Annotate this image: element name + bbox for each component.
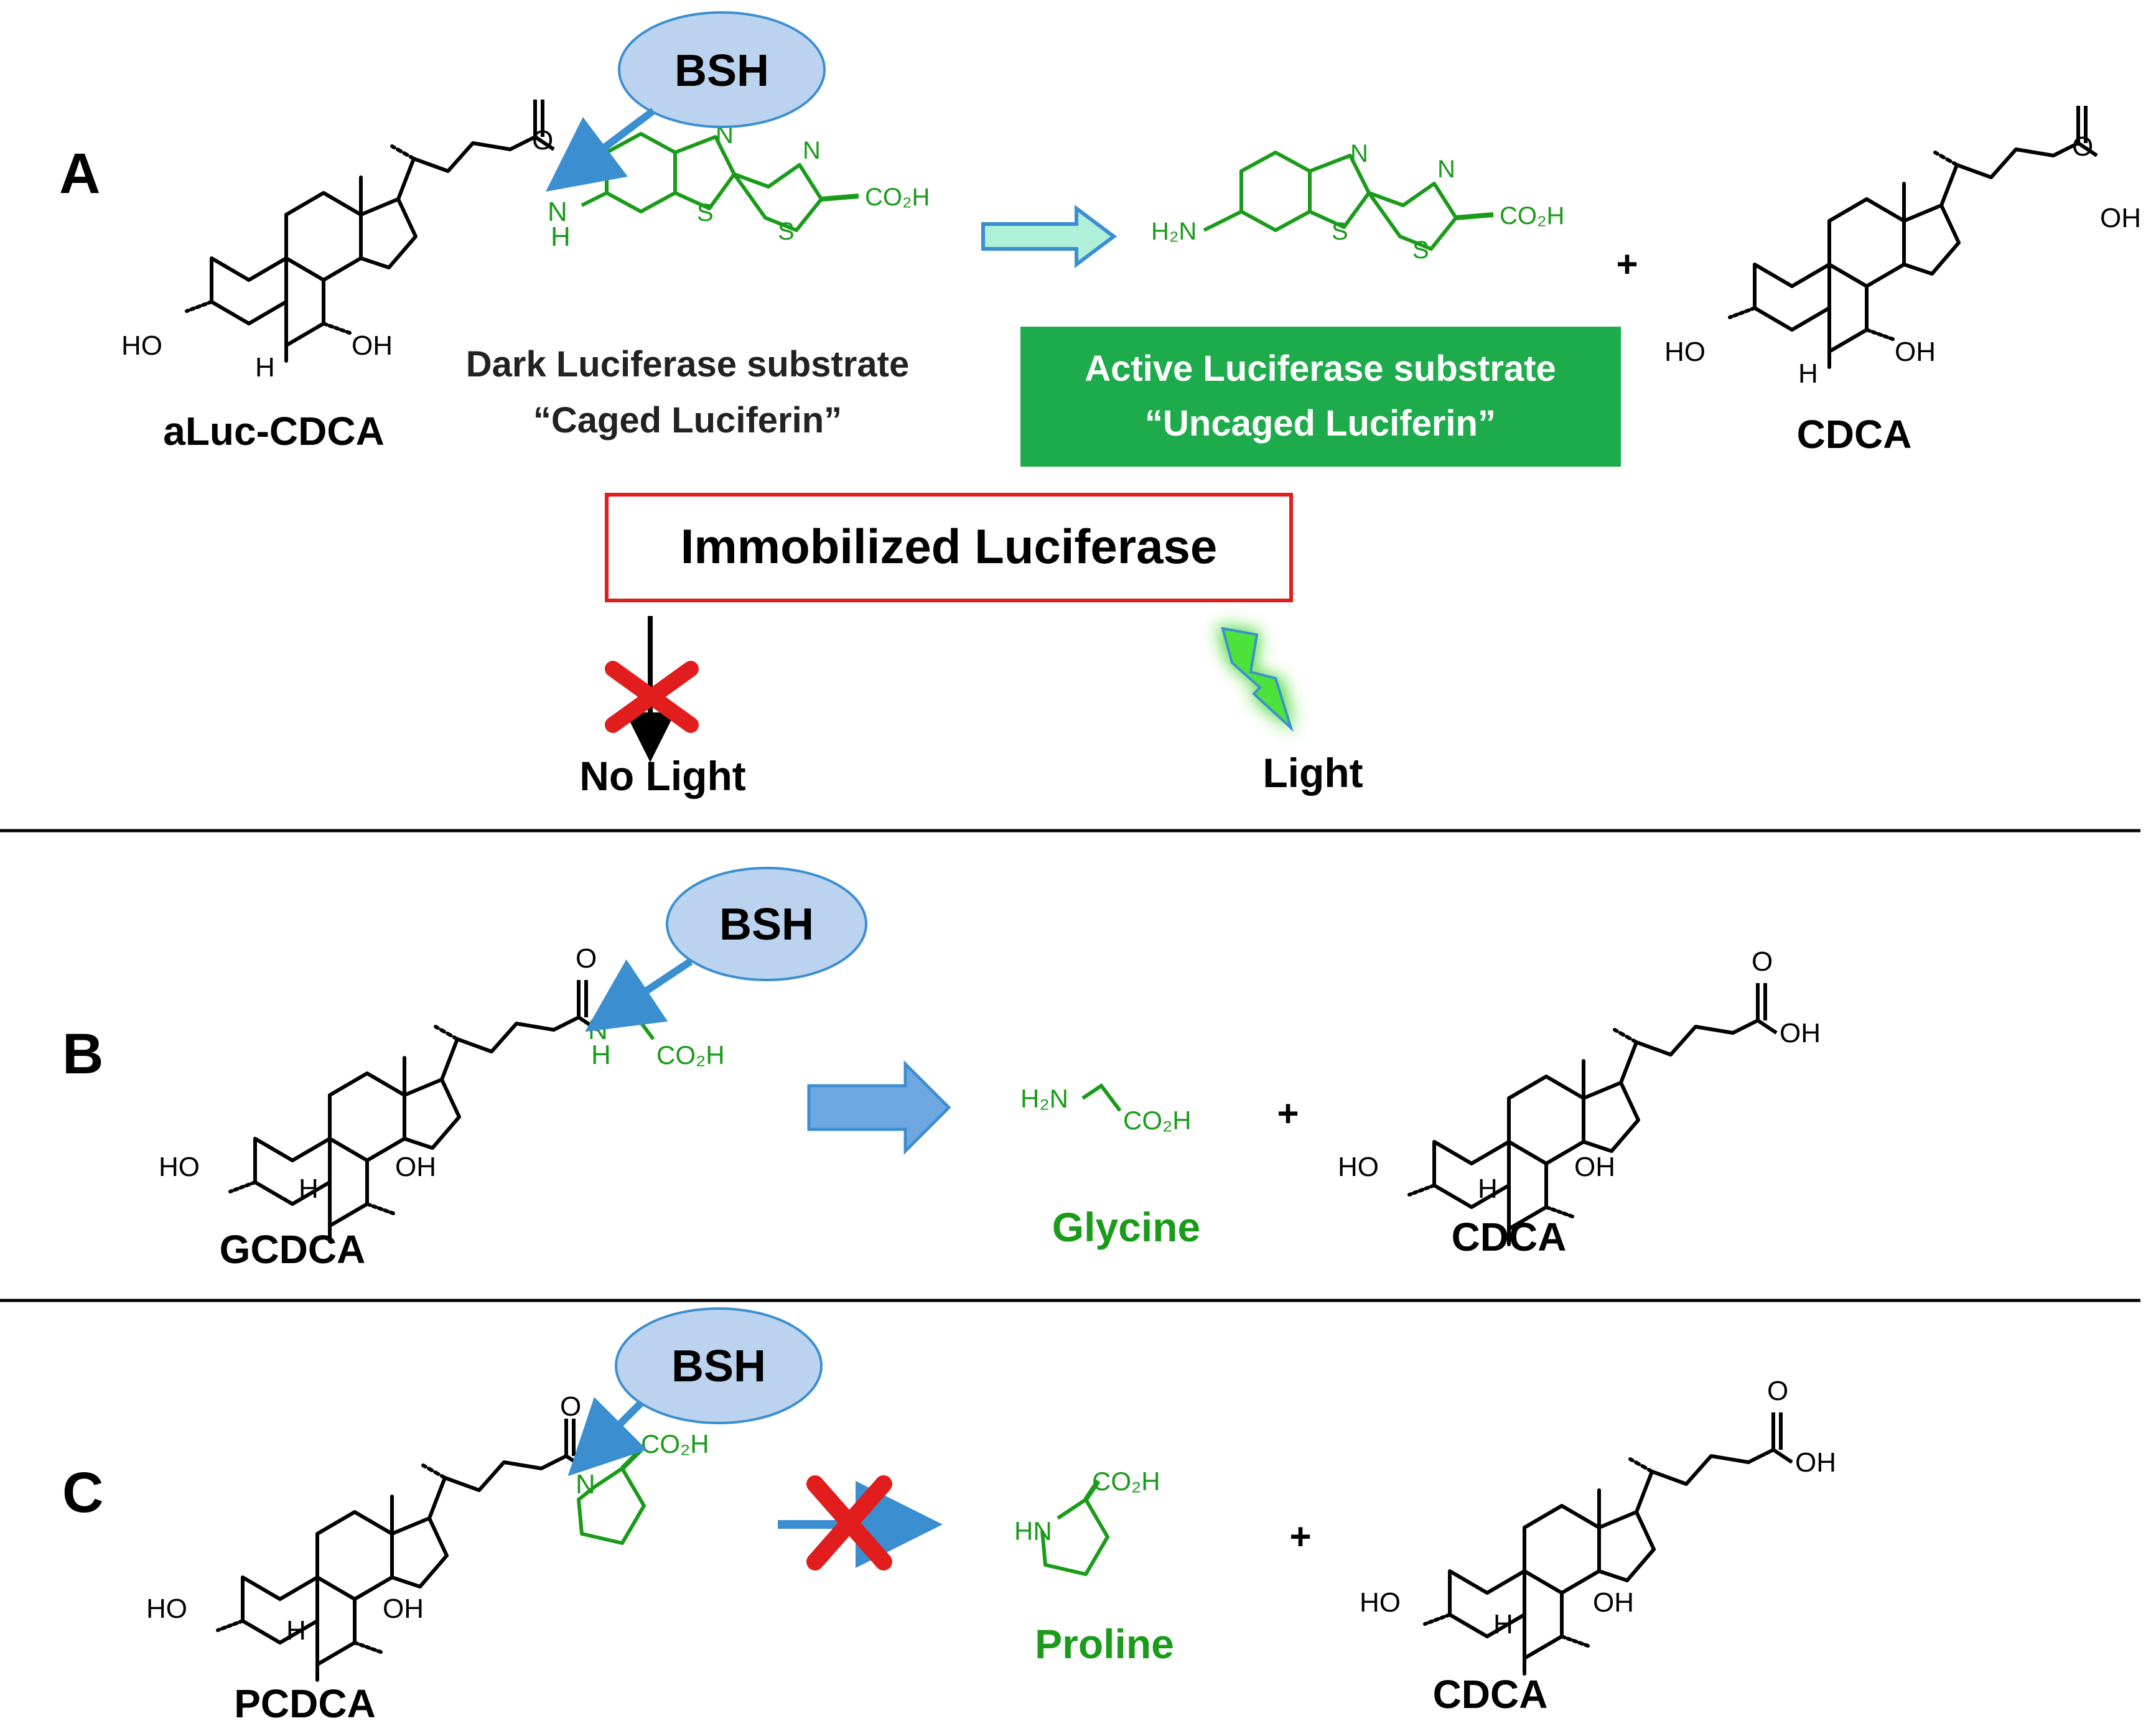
cdca-skeleton-c xyxy=(1425,1412,1793,1674)
cdca-b-h-label: H xyxy=(1478,1174,1498,1204)
pcdca-skeleton xyxy=(218,1419,586,1680)
lightning-bolt-icon xyxy=(1221,627,1294,732)
cdca-skeleton-a xyxy=(1730,106,2098,367)
cdca-a-h-label: H xyxy=(1798,358,1818,389)
panel-a: A HO OH H O N H N S N S CO₂H BSH aLu xyxy=(59,11,2141,799)
bsh-arrow-b xyxy=(585,958,693,1032)
plus-sign-c: + xyxy=(1289,1516,1311,1557)
plus-sign-a: + xyxy=(1616,243,1638,285)
panel-b-label: B xyxy=(62,1022,103,1086)
conversion-arrow-b xyxy=(807,1060,951,1155)
aluc-oh-label: OH xyxy=(352,330,393,361)
cdca-a-o-label: O xyxy=(2072,131,2093,162)
panel-c-label: C xyxy=(62,1461,103,1524)
bsh-arrow-a xyxy=(546,108,656,192)
immobilized-luciferase-box xyxy=(605,493,1293,602)
caged-ring-s-label: S xyxy=(778,218,795,245)
cdca-c-o-label: O xyxy=(1767,1376,1788,1406)
uncaged-ring-s-label: S xyxy=(1412,236,1429,264)
cdca-skeleton-b xyxy=(1409,983,1778,1244)
pcdca-oh-label: OH xyxy=(383,1594,424,1624)
active-caption-line2: “Uncaged Luciferin” xyxy=(1145,403,1496,444)
proline-structure xyxy=(1040,1479,1109,1576)
pcdca-h-label: H xyxy=(286,1615,306,1646)
no-light-label: No Light xyxy=(579,753,746,799)
cdca-c-oh-label: OH xyxy=(1593,1587,1634,1618)
gcdca-h-label: H xyxy=(299,1174,319,1204)
cdca-c-h-label: H xyxy=(1493,1609,1513,1640)
uncaged-h2n-label: H₂N xyxy=(1151,218,1197,245)
glycine-h2n-label: H₂N xyxy=(1020,1084,1068,1113)
cdca-a-ho-label: HO xyxy=(1664,337,1706,367)
glycine-structure xyxy=(1081,1083,1122,1112)
plus-sign-b: + xyxy=(1277,1093,1299,1134)
caged-caption-line1: Dark Luciferase substrate xyxy=(466,344,909,385)
glycine-side-chain xyxy=(615,1011,655,1040)
uncaged-co2h-label: CO₂H xyxy=(1500,202,1564,230)
caged-ring-n-label: N xyxy=(803,137,821,164)
bsh-enzyme-b xyxy=(666,867,867,981)
gcdca-ho-label: HO xyxy=(159,1152,200,1182)
caged-caption-line2: “Caged Luciferin” xyxy=(533,400,842,441)
pcdca-n-label: N xyxy=(576,1469,595,1500)
cdca-a-oh-acid-label: OH xyxy=(2100,203,2141,233)
gcdca-nh-h-label: H xyxy=(591,1040,611,1070)
aluc-cdca-skeleton xyxy=(187,100,555,361)
cdca-b-ho-label: HO xyxy=(1338,1152,1379,1182)
caged-s-label: S xyxy=(697,199,714,226)
bsh-label-b: BSH xyxy=(719,900,814,950)
cdca-b-o-label: O xyxy=(1752,946,1773,977)
aluc-o-label: O xyxy=(532,125,553,156)
proline-co2h-label: CO₂H xyxy=(1092,1467,1160,1496)
bsh-label-a: BSH xyxy=(674,46,769,96)
panel-c: C O N CO₂H HO OH H BSH PCDCA xyxy=(62,1307,1836,1726)
uncaged-s-label: S xyxy=(1332,218,1348,245)
cdca-b-oh-acid-label: OH xyxy=(1780,1018,1821,1048)
active-substrate-box xyxy=(1020,327,1621,467)
gcdca-skeleton xyxy=(230,980,599,1241)
bsh-label-c: BSH xyxy=(671,1342,766,1391)
uncaged-n-label: N xyxy=(1350,140,1368,167)
gcdca-oh-label: OH xyxy=(395,1152,436,1182)
no-light-cross-icon xyxy=(605,661,699,733)
cdca-c-name: CDCA xyxy=(1433,1672,1548,1717)
aluc-h-label: H xyxy=(255,352,275,383)
bsh-enzyme-c xyxy=(615,1307,823,1424)
gcdca-co2h-label: CO₂H xyxy=(656,1040,725,1070)
caged-co2h-label: CO₂H xyxy=(865,184,930,211)
cdca-b-name: CDCA xyxy=(1452,1215,1567,1259)
cdca-c-ho-label: HO xyxy=(1360,1587,1401,1618)
aluc-n-label: N xyxy=(548,197,567,227)
immobilized-luciferase-label: Immobilized Luciferase xyxy=(681,519,1218,574)
bsh-arrow-c xyxy=(567,1397,647,1477)
gcdca-o-label: O xyxy=(576,943,597,974)
blocked-cross-icon xyxy=(806,1475,892,1570)
pcdca-co2h-label: CO₂H xyxy=(641,1429,709,1458)
panel-a-label: A xyxy=(59,142,100,205)
aluc-nh-h-label: H xyxy=(551,222,571,252)
active-caption-line1: Active Luciferase substrate xyxy=(1085,348,1556,389)
aluc-cdca-name: aLuc-CDCA xyxy=(163,409,385,454)
pcdca-o-label: O xyxy=(560,1391,581,1422)
pcdca-ho-label: HO xyxy=(146,1594,187,1624)
pcdca-name: PCDCA xyxy=(234,1681,376,1726)
light-label: Light xyxy=(1262,750,1363,796)
conversion-arrow-a xyxy=(981,205,1117,268)
cdca-a-name: CDCA xyxy=(1797,412,1912,457)
bsh-enzyme-a xyxy=(618,11,826,128)
proline-name: Proline xyxy=(1035,1621,1174,1667)
cdca-b-oh-label: OH xyxy=(1574,1152,1615,1182)
uncaged-ring-n-label: N xyxy=(1437,156,1455,183)
glycine-co2h-label: CO₂H xyxy=(1123,1106,1192,1135)
proline-hn-label: HN xyxy=(1014,1516,1052,1546)
glycine-name: Glycine xyxy=(1052,1204,1200,1250)
cdca-c-oh-acid-label: OH xyxy=(1795,1447,1836,1478)
aluc-ho-label: HO xyxy=(121,330,162,361)
panel-b: B O N H CO₂H HO OH H BSH GCDCA H₂N CO₂H … xyxy=(62,867,1821,1272)
cdca-a-oh-label: OH xyxy=(1895,337,1936,367)
uncaged-luciferin-structure xyxy=(1203,151,1494,251)
gcdca-name: GCDCA xyxy=(220,1227,366,1272)
